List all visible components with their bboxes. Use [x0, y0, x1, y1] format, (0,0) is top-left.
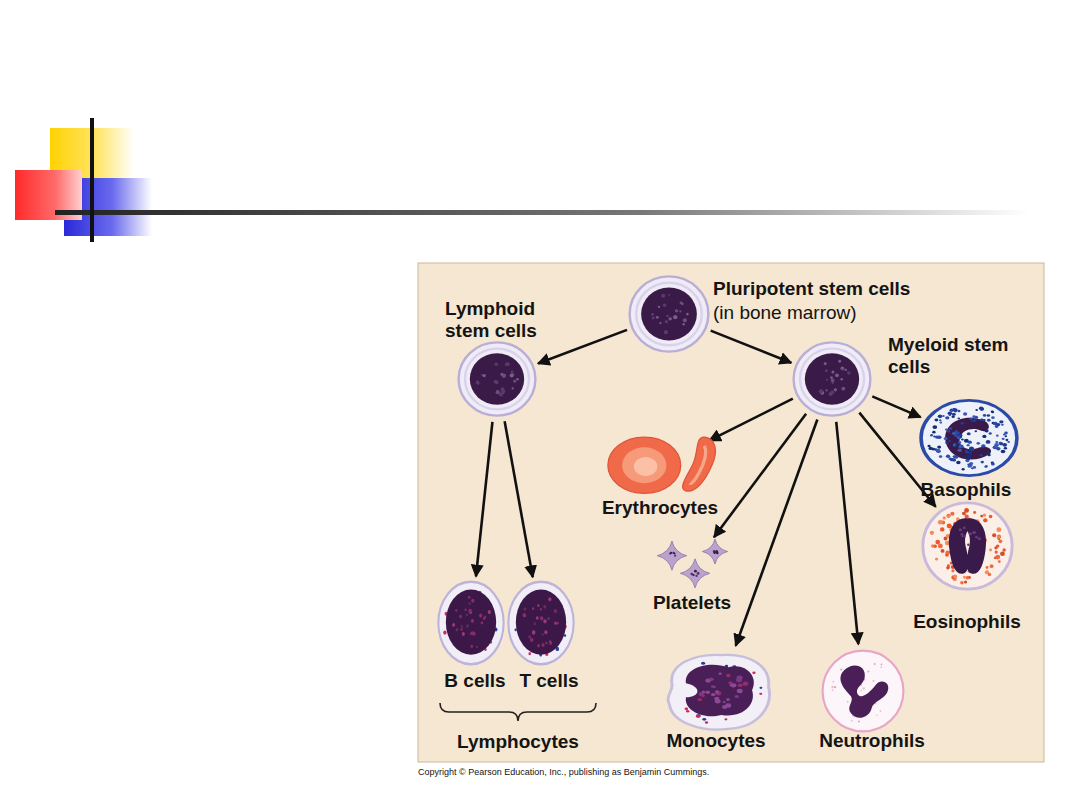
blood-cell-node: Erythrocytes [604, 432, 721, 496]
cell-illustration [604, 432, 721, 496]
blood-cell-node: Pluripotent stem cells(in bone marrow) [628, 274, 710, 354]
cell-label: Platelets [653, 592, 731, 614]
cell-label: Neutrophils [819, 730, 925, 752]
lineage-arrow [709, 399, 793, 441]
stem-cell-drawing [459, 342, 536, 415]
cell-illustration [918, 398, 1020, 478]
cell-illustration [437, 580, 505, 666]
stem-cell-drawing [794, 342, 871, 415]
lineage-arrow [476, 422, 492, 577]
figure-panel [418, 263, 1044, 762]
neut-cell-drawing [823, 651, 904, 732]
group-label: Lymphocytes [457, 731, 579, 753]
stem-cell-drawing [630, 276, 709, 351]
cell-illustration [920, 500, 1015, 592]
blood-cell-node: Monocytes [660, 648, 778, 736]
cell-label: Eosinophils [913, 611, 1021, 633]
blood-cell-node: Myeloid stem cells [792, 340, 872, 418]
lymphocyte-bracket [440, 703, 596, 721]
lineage-arrow [872, 396, 920, 417]
lymph-cell-drawing [508, 582, 573, 665]
cell-illustration [457, 340, 537, 418]
vertical-rule [90, 118, 94, 242]
lineage-arrow [714, 414, 806, 537]
blood-cell-node: Basophils [918, 398, 1020, 478]
lineage-arrow [836, 422, 858, 644]
cell-label: T cells [519, 670, 578, 692]
blood-cell-node: Platelets [652, 538, 736, 590]
cell-label: B cells [444, 670, 505, 692]
cell-label: Pluripotent stem cells [713, 278, 910, 300]
cell-label: Myeloid stem cells [888, 334, 1014, 378]
cell-label: Erythrocytes [602, 497, 718, 519]
lineage-arrow [538, 330, 627, 364]
copyright-note: Copyright © Pearson Education, Inc., pub… [418, 767, 709, 777]
cell-label: (in bone marrow) [713, 302, 857, 324]
cell-illustration [652, 538, 736, 590]
eos-cell-drawing [923, 503, 1012, 589]
cell-illustration [660, 648, 778, 736]
baso-cell-drawing [921, 400, 1017, 475]
lineage-arrow [711, 331, 792, 363]
mono-cell-drawing [668, 655, 769, 730]
ery-cell-drawing [608, 437, 716, 493]
cell-label: Basophils [921, 479, 1012, 501]
blood-cell-node: B cells [437, 580, 505, 666]
blood-cell-node: Eosinophils [920, 500, 1015, 592]
cell-label: Monocytes [666, 730, 765, 752]
plt-cell-drawing [657, 539, 727, 588]
cell-illustration [820, 648, 906, 734]
cell-illustration [628, 274, 710, 354]
cell-illustration [792, 340, 872, 418]
cell-illustration [507, 580, 575, 666]
lymph-cell-drawing [438, 582, 503, 665]
blood-cell-node: Lymphoid stem cells [457, 340, 537, 418]
blood-cell-node: Neutrophils [820, 648, 906, 734]
title-rule [55, 210, 1030, 215]
blood-cell-node: T cells [507, 580, 575, 666]
lineage-arrow [505, 421, 533, 577]
cell-label: Lymphoid stem cells [445, 298, 563, 342]
lineage-arrow [736, 420, 818, 646]
